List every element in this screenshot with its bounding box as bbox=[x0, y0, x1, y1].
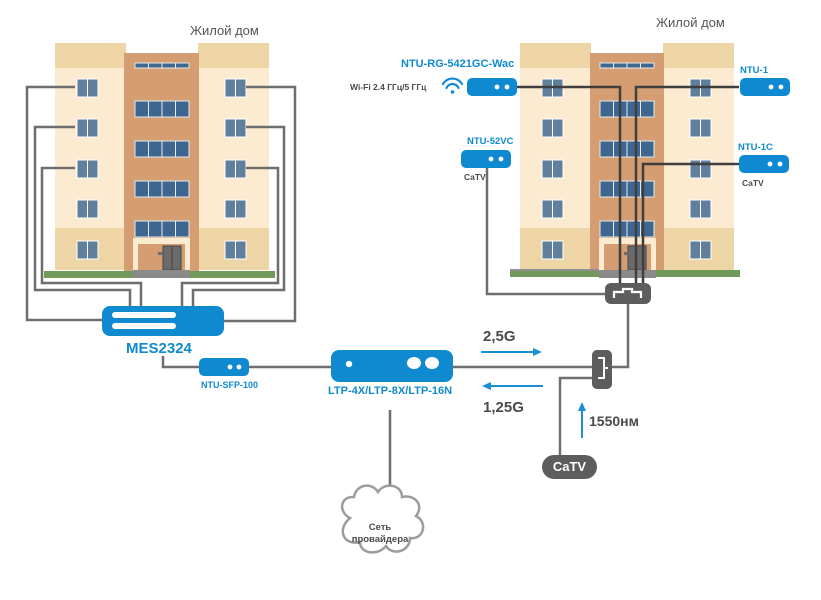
window-pane bbox=[175, 180, 190, 198]
cloud-label: Сеть провайдера bbox=[340, 522, 420, 546]
left-building bbox=[44, 43, 275, 278]
cable-left-2 bbox=[33, 125, 132, 308]
window-pane bbox=[134, 62, 149, 69]
upstream-arrow bbox=[482, 382, 543, 390]
catv-arrow bbox=[578, 402, 586, 438]
left-building-label: Жилой дом bbox=[190, 23, 259, 38]
window-pane bbox=[599, 220, 614, 238]
downstream-label: 2,5G bbox=[483, 328, 516, 345]
window-pane bbox=[148, 140, 163, 158]
window-pane bbox=[613, 62, 628, 69]
ntu-1[interactable] bbox=[740, 78, 790, 96]
ntu-52vc[interactable] bbox=[461, 150, 511, 168]
cable-left-3 bbox=[40, 166, 143, 308]
cloud-label-line1: Сеть bbox=[368, 522, 392, 533]
cable-ntu-1 bbox=[634, 85, 739, 285]
wifi-icon bbox=[441, 77, 464, 94]
window-pane bbox=[175, 220, 190, 238]
window-pane bbox=[134, 140, 149, 158]
window-pane bbox=[626, 140, 641, 158]
mes2324-switch[interactable] bbox=[102, 306, 224, 336]
window-pane bbox=[599, 100, 614, 118]
window-pane bbox=[640, 62, 655, 69]
window-pane bbox=[148, 62, 163, 69]
cable-52vc bbox=[485, 166, 605, 296]
window-pane bbox=[161, 180, 176, 198]
ntu-52vc-label: NTU-52VC bbox=[467, 136, 514, 147]
cloud-label-line2: провайдера bbox=[351, 534, 409, 545]
catv-wavelength-label: 1550нм bbox=[589, 413, 639, 429]
wifi-label: Wi-Fi 2.4 ГГц/5 ГГц bbox=[350, 82, 427, 92]
cable-right-3 bbox=[180, 166, 280, 308]
catv-source[interactable] bbox=[542, 455, 597, 479]
window-pane bbox=[599, 180, 614, 198]
cable-left-1 bbox=[25, 85, 103, 322]
window-pane bbox=[626, 220, 641, 238]
window-pane bbox=[626, 62, 641, 69]
cable-catv bbox=[558, 376, 592, 455]
downstream-arrow bbox=[481, 348, 542, 356]
cable-mes-sfp bbox=[161, 356, 200, 369]
provider-cloud-icon bbox=[341, 484, 425, 554]
cable-ntu-rg bbox=[516, 85, 622, 285]
building-splitter[interactable] bbox=[605, 283, 651, 304]
cable-right-2 bbox=[191, 125, 286, 308]
window-pane bbox=[599, 62, 614, 69]
window-pane bbox=[626, 180, 641, 198]
ntu-1c-catv-label: CaTV bbox=[742, 178, 764, 188]
window-pane bbox=[134, 100, 149, 118]
window-pane bbox=[148, 100, 163, 118]
cable-right-1 bbox=[222, 85, 297, 323]
cable-splitter-up bbox=[611, 304, 630, 369]
window-pane bbox=[134, 220, 149, 238]
inbuilding-cables bbox=[516, 85, 739, 285]
ntu-rg-label: NTU-RG-5421GC-Wac bbox=[401, 58, 515, 70]
ntu-rg-5421gc-wac[interactable] bbox=[467, 78, 517, 96]
right-building-label: Жилой дом bbox=[656, 15, 725, 30]
window-pane bbox=[161, 140, 176, 158]
ntu-1c[interactable] bbox=[739, 155, 789, 173]
window-pane bbox=[148, 180, 163, 198]
cable-ntu-1c bbox=[641, 162, 739, 285]
wdm-splitter[interactable] bbox=[592, 350, 612, 389]
window-pane bbox=[175, 140, 190, 158]
ntu-1c-label: NTU-1C bbox=[738, 142, 773, 153]
window-pane bbox=[161, 62, 176, 69]
upstream-label: 1,25G bbox=[483, 399, 524, 416]
window-pane bbox=[148, 220, 163, 238]
ntu-1-label: NTU-1 bbox=[740, 65, 768, 76]
window-pane bbox=[175, 100, 190, 118]
mes-label: MES2324 bbox=[126, 340, 192, 357]
right-building bbox=[510, 43, 740, 278]
window-pane bbox=[175, 62, 190, 69]
ntu-52vc-catv-label: CaTV bbox=[464, 172, 486, 182]
window-pane bbox=[161, 100, 176, 118]
window-pane bbox=[640, 140, 655, 158]
catv-source-label: CaTV bbox=[552, 459, 587, 474]
cables bbox=[25, 85, 630, 490]
ntu-sfp-label: NTU-SFP-100 bbox=[201, 380, 259, 390]
window-pane bbox=[626, 100, 641, 118]
ntu-sfp-100[interactable] bbox=[199, 358, 249, 376]
ltp-olt[interactable] bbox=[331, 350, 453, 382]
window-pane bbox=[134, 180, 149, 198]
window-pane bbox=[640, 100, 655, 118]
window-pane bbox=[599, 140, 614, 158]
ltp-label: LTP-4X/LTP-8X/LTP-16N bbox=[328, 385, 453, 397]
window-pane bbox=[161, 220, 176, 238]
